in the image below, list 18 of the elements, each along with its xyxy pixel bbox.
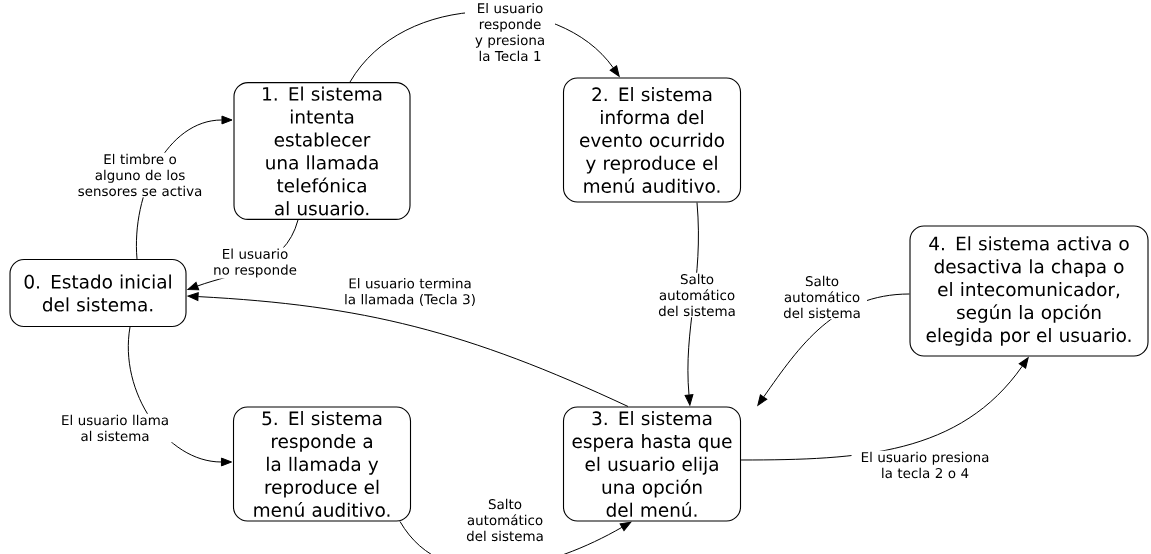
arrow bbox=[399, 521, 632, 554]
edge-label: Salto automático del sistema bbox=[460, 497, 550, 543]
edge-label: El usuario termina la llamada (Tecla 3) bbox=[334, 277, 486, 307]
state-box: 4. El sistema activa o desactiva la chapa o el intecomunicador, según la opción elegida por el usuario. bbox=[909, 225, 1149, 357]
arrow bbox=[740, 357, 1029, 461]
edge-label: El timbre o alguno de los sensores se activa bbox=[69, 152, 211, 198]
edge-label: El usuario no responde bbox=[208, 247, 302, 279]
state-box: 5. El sistema responde a la llamada y reproduce el menú auditivo. bbox=[232, 406, 412, 522]
edge-label: Salto automático del sistema bbox=[652, 272, 742, 318]
state-box: 2. El sistema informa del evento ocurrido y reproduce el menú auditivo. bbox=[562, 77, 742, 203]
edge-label: Salto automático del sistema bbox=[777, 274, 867, 320]
state-box: 1. El sistema intenta establecer una llamada telefónica al usuario. bbox=[233, 82, 411, 220]
state-box: 0. Estado inicial del sistema. bbox=[9, 258, 187, 328]
edge-label: El usuario responde y presiona la Tecla 1 bbox=[465, 1, 555, 63]
edge-label: El usuario presiona la tecla 2 o 4 bbox=[851, 450, 999, 480]
arrow bbox=[187, 292, 629, 407]
state-box: 3. El sistema espera hasta que el usuario elija una opción del menú. bbox=[562, 406, 742, 522]
edge-label: El usuario llama al sistema bbox=[53, 413, 177, 443]
